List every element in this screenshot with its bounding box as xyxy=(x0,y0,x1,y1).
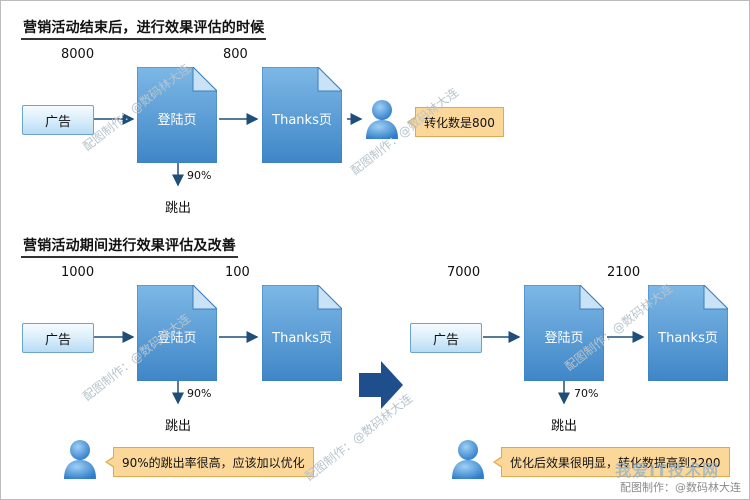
section2-before-ad-box: 广告 xyxy=(22,323,94,353)
section1-bounce-label: 跳出 xyxy=(165,201,192,216)
section1-thanks-page: Thanks页 xyxy=(262,67,342,163)
section2-after-ad-count: 7000 xyxy=(447,265,481,280)
section2-before-landing-label: 登陆页 xyxy=(157,331,197,346)
section1-bounce-percent: 90% xyxy=(187,169,212,182)
section1-landing-label: 登陆页 xyxy=(157,113,197,128)
section2-after-bounce-label: 跳出 xyxy=(551,419,578,434)
section1-title: 营销活动结束后，进行效果评估的时候 xyxy=(21,17,267,40)
section2-before-ad-count: 1000 xyxy=(61,265,95,280)
document-icon xyxy=(262,67,342,163)
section2-after-landing-label: 登陆页 xyxy=(544,331,584,346)
section2-after-person-icon xyxy=(451,439,485,479)
section2-before-callout: 90%的跳出率很高，应该加以优化 xyxy=(105,447,314,477)
section1-callout-text: 转化数是800 xyxy=(424,115,495,130)
section2-after-thanks-count: 2100 xyxy=(607,265,641,280)
section2-before-person-icon xyxy=(63,439,97,479)
section2-before-thanks-count: 100 xyxy=(225,265,250,280)
section2-title: 营销活动期间进行效果评估及改善 xyxy=(21,235,238,258)
section2-after-callout: 优化后效果很明显，转化数提高到2200 xyxy=(493,447,730,477)
section2-before-thanks-label: Thanks页 xyxy=(272,331,332,346)
section1-ad-box: 广告 xyxy=(22,105,94,135)
section2-before-bounce-label: 跳出 xyxy=(165,419,192,434)
section2-before-landing-page: 登陆页 xyxy=(137,285,217,381)
section2-before-callout-text: 90%的跳出率很高，应该加以优化 xyxy=(122,455,305,470)
document-icon xyxy=(524,285,604,381)
section1-person-icon xyxy=(365,99,399,139)
document-icon xyxy=(648,285,728,381)
document-icon xyxy=(137,285,217,381)
section2-after-bounce-percent: 70% xyxy=(574,387,599,400)
document-icon xyxy=(262,285,342,381)
site-logo-watermark: 我爱IT技术网 xyxy=(615,461,719,480)
section1-callout: 转化数是800 xyxy=(407,107,504,137)
section2-before-thanks-page: Thanks页 xyxy=(262,285,342,381)
section2-after-callout-text: 优化后效果很明显，转化数提高到2200 xyxy=(510,455,721,470)
footer-watermark: 配图制作：@数码林大连 xyxy=(620,481,741,494)
section1-thanks-count: 800 xyxy=(223,47,248,62)
section2-after-landing-page: 登陆页 xyxy=(524,285,604,381)
section2-before-bounce-percent: 90% xyxy=(187,387,212,400)
section1-landing-page: 登陆页 xyxy=(137,67,217,163)
section1-thanks-label: Thanks页 xyxy=(272,113,332,128)
section2-after-thanks-page: Thanks页 xyxy=(648,285,728,381)
section2-after-thanks-label: Thanks页 xyxy=(658,331,718,346)
improvement-arrow xyxy=(359,361,403,409)
section2-after-ad-box: 广告 xyxy=(410,323,482,353)
document-icon xyxy=(137,67,217,163)
section1-ad-count: 8000 xyxy=(61,47,95,62)
